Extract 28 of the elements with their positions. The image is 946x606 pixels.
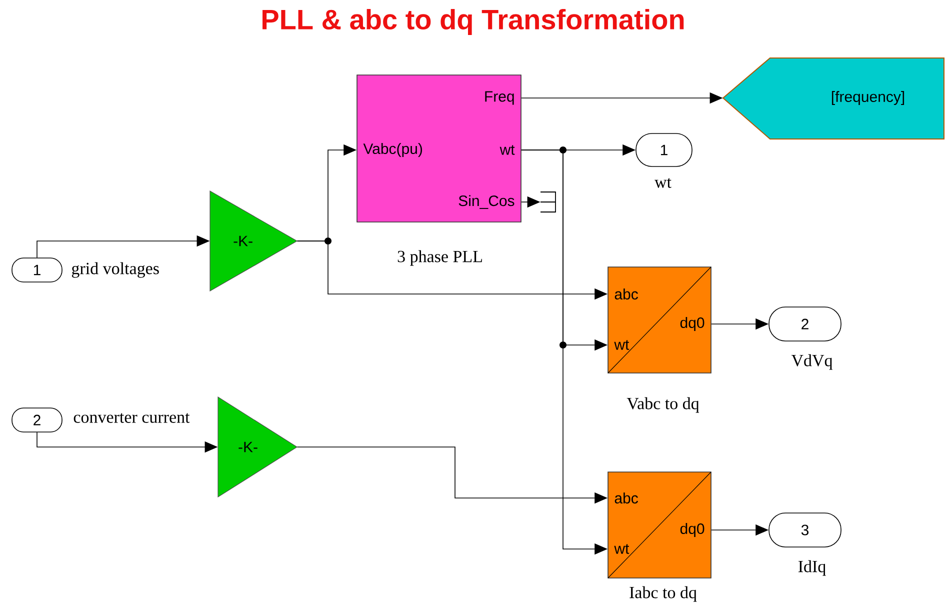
port-label: abc: [614, 492, 638, 504]
block-caption: 3 phase PLL: [398, 250, 482, 266]
port-label: wt: [614, 340, 630, 350]
terminator-symbol: [540, 192, 556, 212]
block-caption: Iabc to dq: [630, 586, 697, 602]
block-caption: grid voltages: [72, 262, 159, 278]
title: PLL & abc to dq Transformation: [262, 8, 684, 36]
port-terminal: 2: [12, 408, 62, 432]
block-caption: converter current: [74, 413, 190, 423]
port-label: Freq: [485, 91, 514, 105]
port-terminal: 1: [12, 258, 62, 282]
port-label: Sin_Cos: [458, 195, 514, 209]
function-block: [356, 74, 522, 222]
block-caption: wt: [654, 178, 672, 188]
port-label: dq0: [680, 317, 704, 331]
block-caption: IdIq: [798, 560, 826, 576]
port-terminal: 3: [768, 512, 842, 548]
port-terminal: 1: [636, 133, 692, 167]
port-label: wt: [614, 544, 630, 554]
port-label: Vabc(pu): [363, 143, 422, 157]
port-label: abc: [614, 288, 638, 300]
port-label: wt: [500, 145, 515, 155]
block-caption: VdVq: [791, 354, 832, 370]
port-terminal: 2: [768, 306, 842, 342]
port-label: dq0: [680, 523, 704, 537]
block-caption: Vabc to dq: [626, 397, 700, 413]
function-block: [608, 472, 712, 578]
function-block: [608, 266, 712, 374]
